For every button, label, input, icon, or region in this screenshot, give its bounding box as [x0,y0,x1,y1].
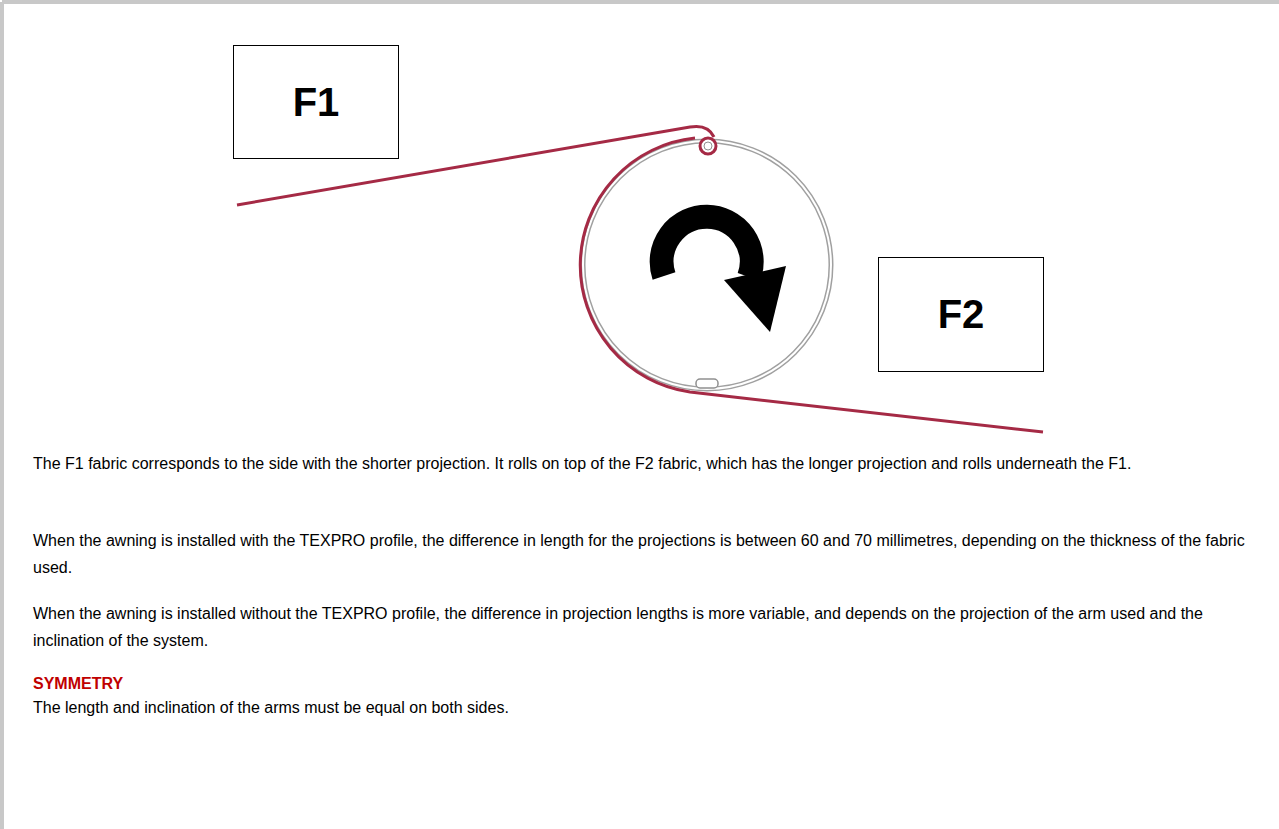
roller-tube [583,141,831,389]
fabric-label: F1 [293,80,340,125]
note-text: The length and inclination of the arms m… [33,694,1255,721]
note-text: When the awning is installed without the… [33,600,1255,654]
note-text: When the awning is installed with the TE… [33,527,1255,581]
rotation-arrowhead [724,266,786,332]
fabric-label: F2 [938,292,985,337]
fabric-f2 [580,138,1043,432]
fabric-box: F1 [233,45,399,159]
fabric-box: F2 [878,257,1044,372]
page-frame [2,0,1279,4]
roller-tube [583,141,831,389]
fabric-pin [700,138,716,154]
rotation-arrow [662,217,752,277]
fabric-slot [696,379,718,388]
fabric-pin [704,142,712,150]
note-text: The F1 fabric corresponds to the side wi… [33,450,1255,477]
page-frame [0,2,4,829]
section-heading: SYMMETRY [33,670,1255,697]
